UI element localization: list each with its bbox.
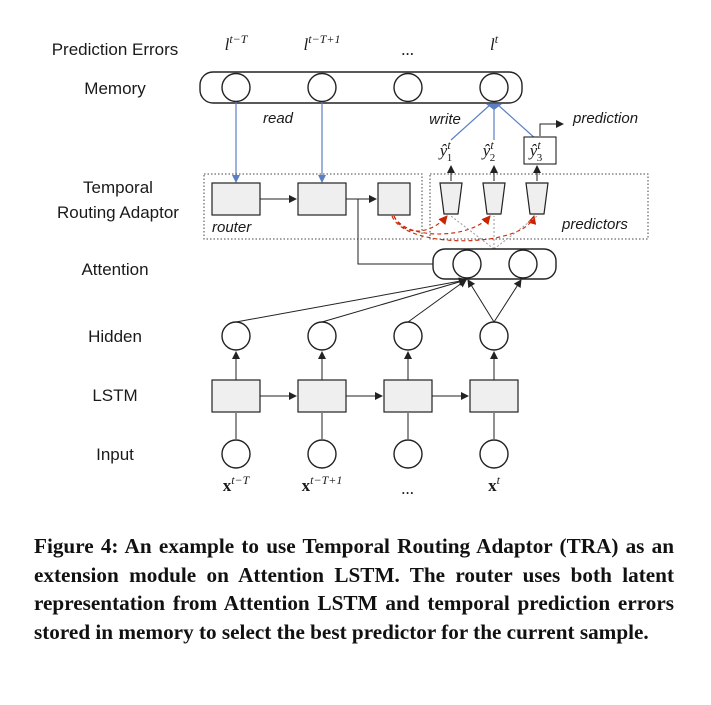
hidden-2-to-attention xyxy=(321,278,467,323)
routing-arrow-to-predictor-1 xyxy=(393,215,448,232)
input-node-2 xyxy=(307,439,337,469)
memory-slot-3 xyxy=(393,72,423,103)
predictors-label: predictors xyxy=(561,216,628,233)
lstm-cell-2 xyxy=(297,379,347,413)
error-label-2: lt−T+1 xyxy=(304,32,341,54)
attention-node-2 xyxy=(508,249,538,279)
row-label-memory: Memory xyxy=(84,79,146,98)
input-node-3 xyxy=(393,439,423,469)
write-link-1 xyxy=(450,103,492,141)
row-label-attention: Attention xyxy=(81,260,148,279)
hidden-3-to-attention xyxy=(407,279,467,323)
prediction-label: prediction xyxy=(572,110,638,127)
routing-arrow-to-predictor-3 xyxy=(391,215,537,242)
attention-to-router xyxy=(357,199,433,265)
hidden-node-4 xyxy=(479,321,509,351)
tra-diagram: Prediction Errors Memory Temporal Routin… xyxy=(52,32,649,498)
error-label-4: lt xyxy=(490,32,499,54)
predictor-2 xyxy=(482,182,506,215)
figure-caption: Figure 4: An example to use Temporal Rou… xyxy=(34,534,674,644)
write-label: write xyxy=(429,111,461,128)
row-label-input: Input xyxy=(96,445,134,464)
input-node-4 xyxy=(479,439,509,469)
router-label: router xyxy=(212,219,252,236)
predictor-1 xyxy=(439,182,463,215)
input-label-1: xt−T xyxy=(223,473,251,495)
memory-bank xyxy=(199,71,523,104)
predictors-group xyxy=(429,173,649,240)
router-cell-2 xyxy=(297,182,347,216)
row-label-tra-line2: Routing Adaptor xyxy=(57,203,179,222)
hidden-1-to-attention xyxy=(235,277,467,323)
row-label-hidden: Hidden xyxy=(88,327,142,346)
routing-arrow-to-predictor-2 xyxy=(393,215,491,235)
write-link-3 xyxy=(496,103,538,141)
prediction-arrow xyxy=(539,120,564,136)
router-cell-1 xyxy=(211,182,261,216)
write-arrowhead xyxy=(486,104,502,110)
input-label-2: xt−T+1 xyxy=(302,473,343,495)
selected-output-box xyxy=(523,136,557,165)
read-label: read xyxy=(263,110,294,127)
row-label-tra-line1: Temporal xyxy=(83,178,153,197)
hidden-node-1 xyxy=(221,321,251,351)
predictor-3 xyxy=(525,182,549,215)
memory-slot-2 xyxy=(307,72,337,103)
input-label-3: ... xyxy=(402,479,415,498)
hidden-node-2 xyxy=(307,321,337,351)
router-cell-3 xyxy=(377,182,411,216)
attn-to-predictor-1 xyxy=(450,215,495,250)
input-label-4: xt xyxy=(488,473,501,495)
input-node-1 xyxy=(221,439,251,469)
attention-node-1 xyxy=(452,249,482,279)
lstm-cell-4 xyxy=(469,379,519,413)
error-label-3: ... xyxy=(402,40,415,59)
attn-to-predictor-3 xyxy=(493,215,538,250)
error-label-1: lt−T xyxy=(225,32,249,54)
hidden-4-to-attention-1 xyxy=(467,279,495,323)
lstm-cell-1 xyxy=(211,379,261,413)
hidden-node-3 xyxy=(393,321,423,351)
row-label-lstm: LSTM xyxy=(92,386,137,405)
hidden-4-to-attention-2 xyxy=(493,279,522,323)
row-label-prediction-errors: Prediction Errors xyxy=(52,40,179,59)
memory-slot-1 xyxy=(221,72,251,103)
router-group xyxy=(203,173,423,240)
memory-slot-4 xyxy=(479,72,509,103)
lstm-cell-3 xyxy=(383,379,433,413)
